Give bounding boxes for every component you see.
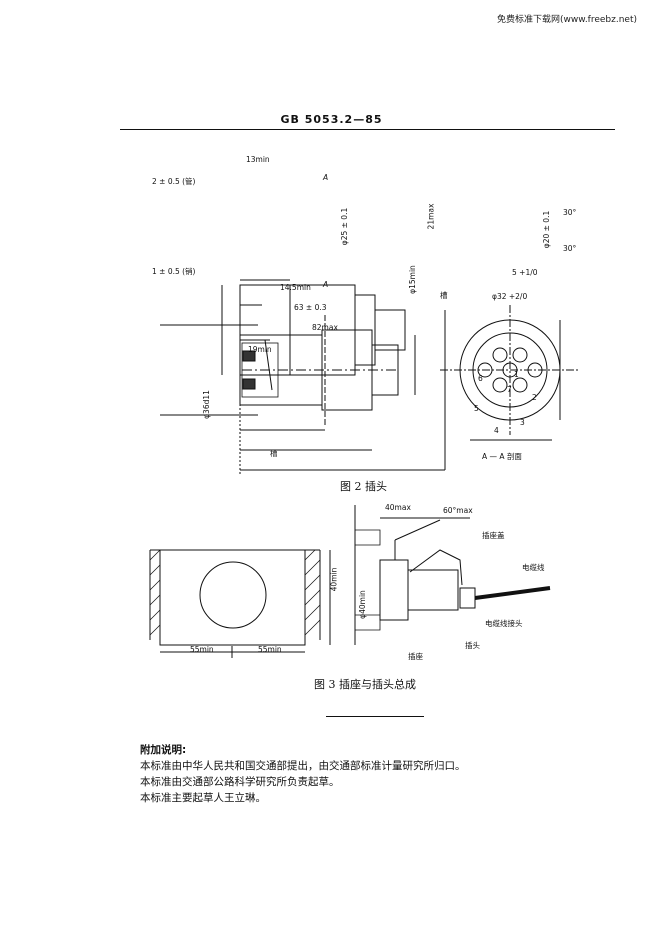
standard-number: GB 5053.2—85 — [280, 113, 383, 126]
plug-body-side — [407, 569, 459, 611]
socket-hole — [199, 561, 267, 629]
notes-line-2: 本标准由交通部公路科学研究所负责起草。 — [140, 776, 340, 788]
wall-opening — [159, 549, 306, 646]
notes-heading: 附加说明: — [140, 744, 187, 756]
figure-2-caption: 图 2 插头 — [340, 480, 387, 493]
figure-3-caption: 图 3 插座与插头总成 — [314, 678, 416, 691]
notes-line-3: 本标准主要起草人王立琳。 — [140, 792, 266, 804]
figure-2-drawing — [160, 279, 580, 475]
notes-line-1: 本标准由中华人民共和国交通部提出，由交通部标准计量研究所归口。 — [140, 760, 466, 772]
socket-body — [379, 559, 409, 621]
figure-3-drawing — [149, 505, 551, 658]
watermark: 免费标准下载网(www.freebz.net) — [497, 15, 637, 25]
separator-line — [326, 716, 424, 717]
header-rule — [120, 129, 615, 130]
